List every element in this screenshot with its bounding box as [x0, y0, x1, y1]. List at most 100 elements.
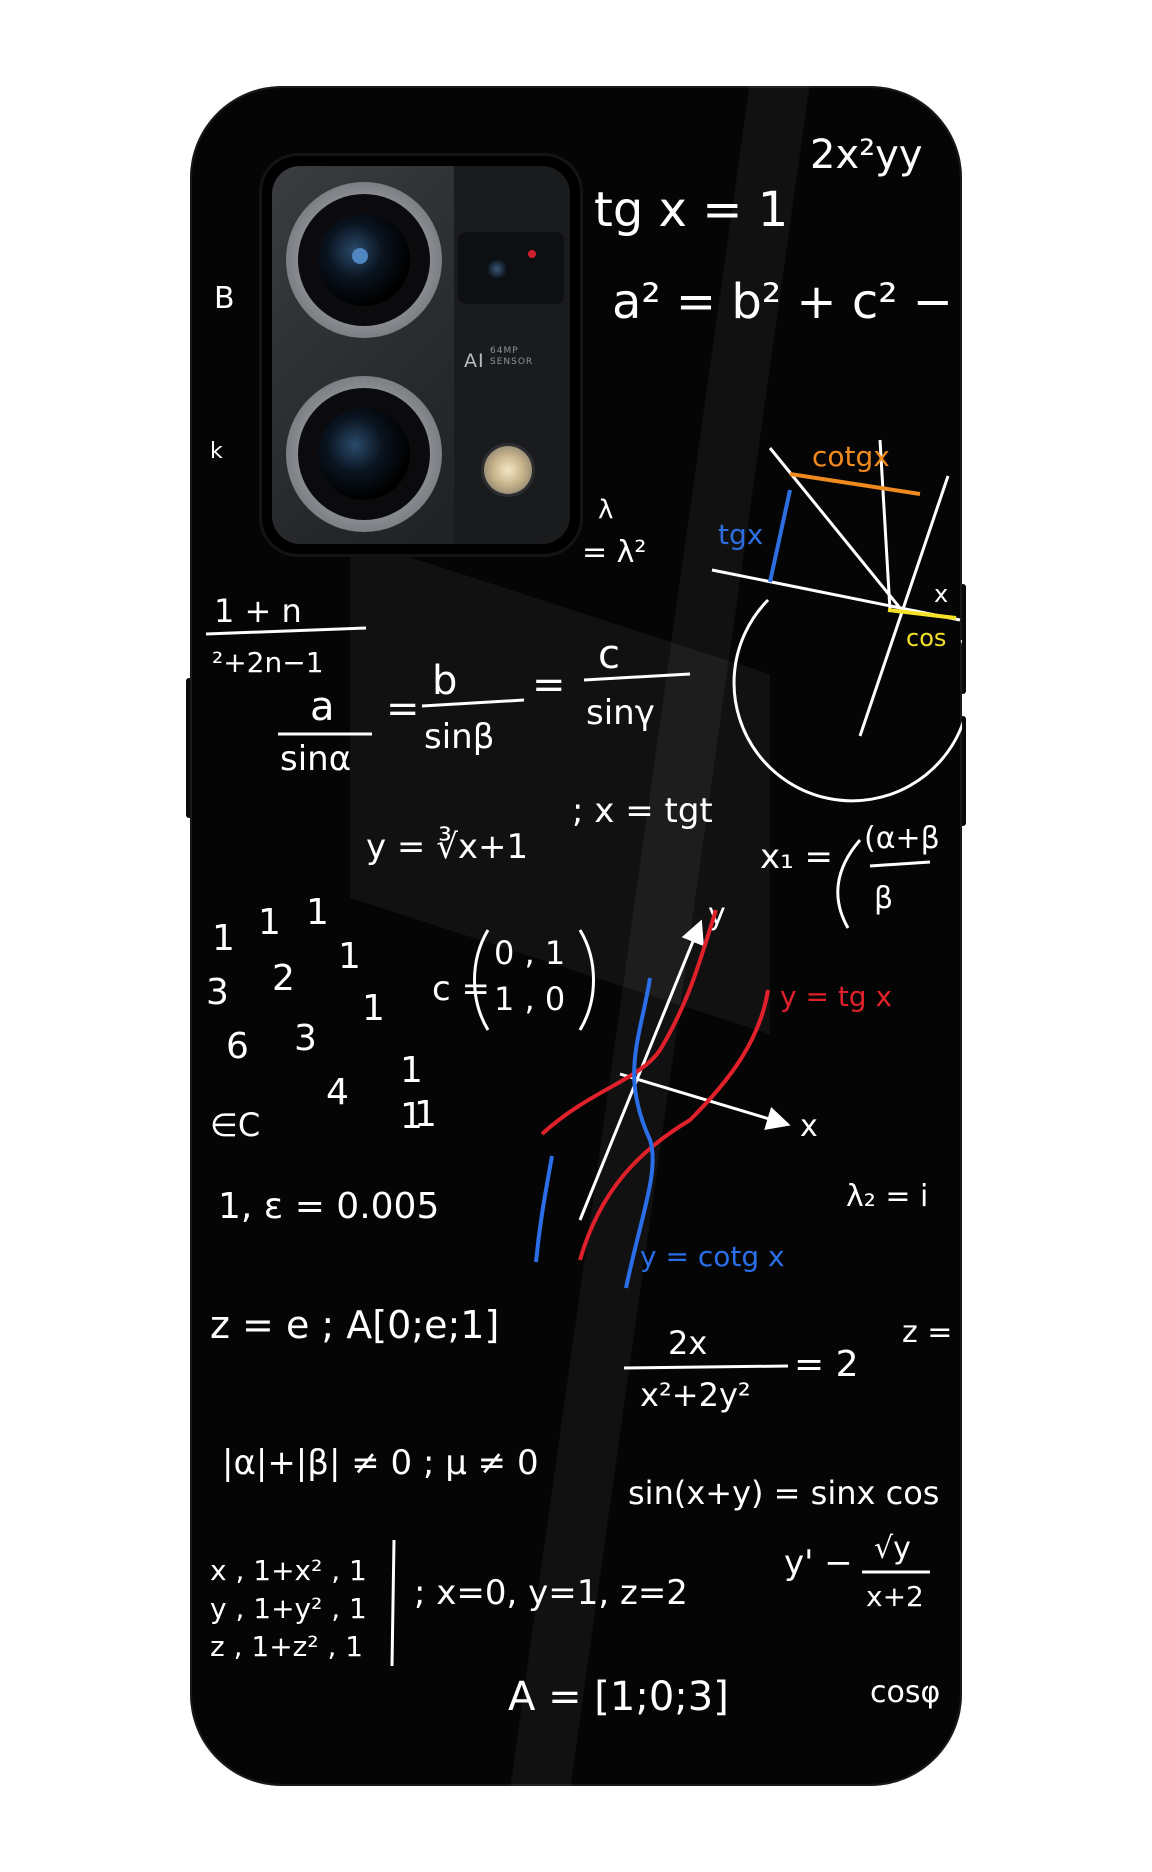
sines-b: b: [432, 658, 457, 704]
sines-eq2: =: [532, 662, 566, 708]
sines-c: c: [598, 632, 620, 678]
formula-cbrt: y = ∛x+1: [366, 826, 528, 867]
cotg-curve: [534, 1155, 554, 1263]
scattered-number: 3: [294, 1018, 317, 1059]
flash-icon: [484, 446, 532, 494]
formula-sqrty: √y: [874, 1531, 911, 1566]
matrix-row1: 0 , 1: [494, 934, 565, 972]
scattered-number: 1: [212, 918, 235, 959]
formula-cosf: cosφ: [870, 1675, 940, 1710]
case-button-right-lower: [960, 716, 966, 826]
label-tg: tgx: [718, 518, 763, 551]
formula-z-edge: z =: [902, 1315, 952, 1350]
formula-frac2-bot: x²+2y²: [640, 1376, 751, 1414]
formula-tgt: ; x = tgt: [572, 791, 713, 831]
cotg-curve: [624, 977, 655, 1289]
sines-eq1: =: [386, 686, 420, 732]
fraction-line: [869, 860, 931, 868]
matrix-bracket: [578, 929, 595, 1031]
formula-pythag: a² = b² + c² − 2: [612, 274, 999, 330]
graph-x-axis: [619, 1072, 791, 1130]
tg-segment: [768, 489, 792, 583]
ai-label: AI: [464, 350, 485, 372]
scattered-numbers: 1 1 1 1 3 2 1 6 3 1 4 1 1: [206, 892, 437, 1137]
tg-curve: [578, 989, 770, 1261]
case-button-left: [186, 678, 192, 818]
formula-alpha-abs: |α|+|β| ≠ 0 ; μ ≠ 0: [222, 1443, 539, 1483]
sines-a: a: [310, 684, 335, 730]
fraction-line: [421, 698, 525, 708]
scattered-number: 1: [362, 988, 385, 1029]
mini-lens-icon: [486, 258, 508, 280]
formula-b-edge: B: [214, 281, 235, 316]
formula-lambda-b: = λ²: [582, 535, 646, 570]
formula-tg: tg x = 1: [594, 182, 788, 238]
sensor-label: SENSOR: [490, 357, 534, 367]
case-button-right-upper: [960, 584, 966, 694]
formula-eps: 1, ε = 0.005: [218, 1186, 439, 1227]
graph-x-label: x: [800, 1109, 818, 1144]
matrix-c-label: c =: [432, 969, 490, 1009]
cotg-segment: [789, 472, 921, 496]
formula-poly: 2x²yy: [810, 132, 923, 178]
paren: [836, 839, 862, 929]
sines-sinb: sinβ: [424, 717, 494, 757]
formula-x-plus2: x+2: [866, 1580, 924, 1613]
formula-frac-bottom: ²+2n−1: [212, 646, 324, 679]
sines-sina: sinα: [280, 739, 351, 779]
formula-frac-top: 1 + n: [214, 592, 302, 630]
camera-plate: AI 64MP SENSOR: [272, 166, 570, 544]
formula-ze: z = e ; A[0;e;1]: [210, 1303, 499, 1347]
formula-xyz: ; x=0, y=1, z=2: [414, 1573, 688, 1613]
scattered-number: 1: [400, 1096, 423, 1137]
fraction-line: [205, 626, 367, 636]
sensor-dot: [528, 250, 536, 258]
scattered-number: 1: [306, 892, 329, 933]
graph-cotg-label: y = cotg x: [640, 1240, 785, 1273]
tg-curve: [540, 909, 718, 1136]
megapixel-value: 64MP: [490, 346, 519, 356]
graph-tg-label: y = tg x: [780, 980, 892, 1013]
formula-lm1: x , 1+x² , 1: [210, 1554, 367, 1587]
depth-sensor: [458, 232, 564, 304]
matrix-row2: 1 , 0: [494, 980, 565, 1018]
scattered-number: 1: [414, 1094, 437, 1135]
formula-frac2-top: 2x: [668, 1324, 707, 1362]
formula-sin-sum: sin(x+y) = sinx cos: [628, 1474, 939, 1512]
scattered-number: 2: [272, 958, 295, 999]
formula-lm3: z , 1+z² , 1: [210, 1630, 363, 1663]
radius-line: [878, 439, 892, 611]
label-cos: cos: [906, 624, 946, 652]
formula-alpha: (α+β: [864, 821, 940, 856]
scattered-number: 1: [338, 936, 361, 977]
label-x: x: [934, 580, 948, 608]
camera-module: AI 64MP SENSOR: [262, 156, 580, 554]
fraction-line: [583, 672, 691, 682]
scattered-number: 6: [226, 1026, 249, 1067]
formula-eq-two: = 2: [794, 1344, 859, 1385]
megapixel-label: 64MP SENSOR: [490, 346, 533, 368]
formula-lambda-a: λ: [598, 495, 613, 525]
secondary-lens-icon: [318, 408, 410, 500]
formula-x1: x₁ =: [760, 837, 833, 877]
matrix-bracket: [390, 1539, 396, 1667]
formula-e-c: ∈C: [210, 1106, 260, 1144]
trig-circle-diagram: cotgx tgx cos x: [711, 439, 962, 803]
formula-lambda2: λ₂ = i: [846, 1179, 928, 1214]
function-graph: y x y = tg x y = cotg x: [534, 897, 892, 1289]
unit-circle: [732, 598, 962, 803]
formula-lm2: y , 1+y² , 1: [210, 1592, 367, 1625]
matrix-bracket: [473, 929, 490, 1031]
fraction-line: [623, 1364, 789, 1370]
lens-reflection: [352, 248, 368, 264]
scattered-number: 3: [206, 972, 229, 1013]
formula-a-vec: A = [1;0;3]: [508, 1674, 729, 1720]
formula-beta: β: [874, 881, 893, 916]
formula-yprime: y' −: [784, 1543, 853, 1583]
scattered-number: 1: [400, 1050, 423, 1091]
formula-k-edge: k: [210, 439, 223, 464]
label-cotg: cotgx: [812, 440, 890, 473]
scattered-number: 1: [258, 902, 281, 943]
